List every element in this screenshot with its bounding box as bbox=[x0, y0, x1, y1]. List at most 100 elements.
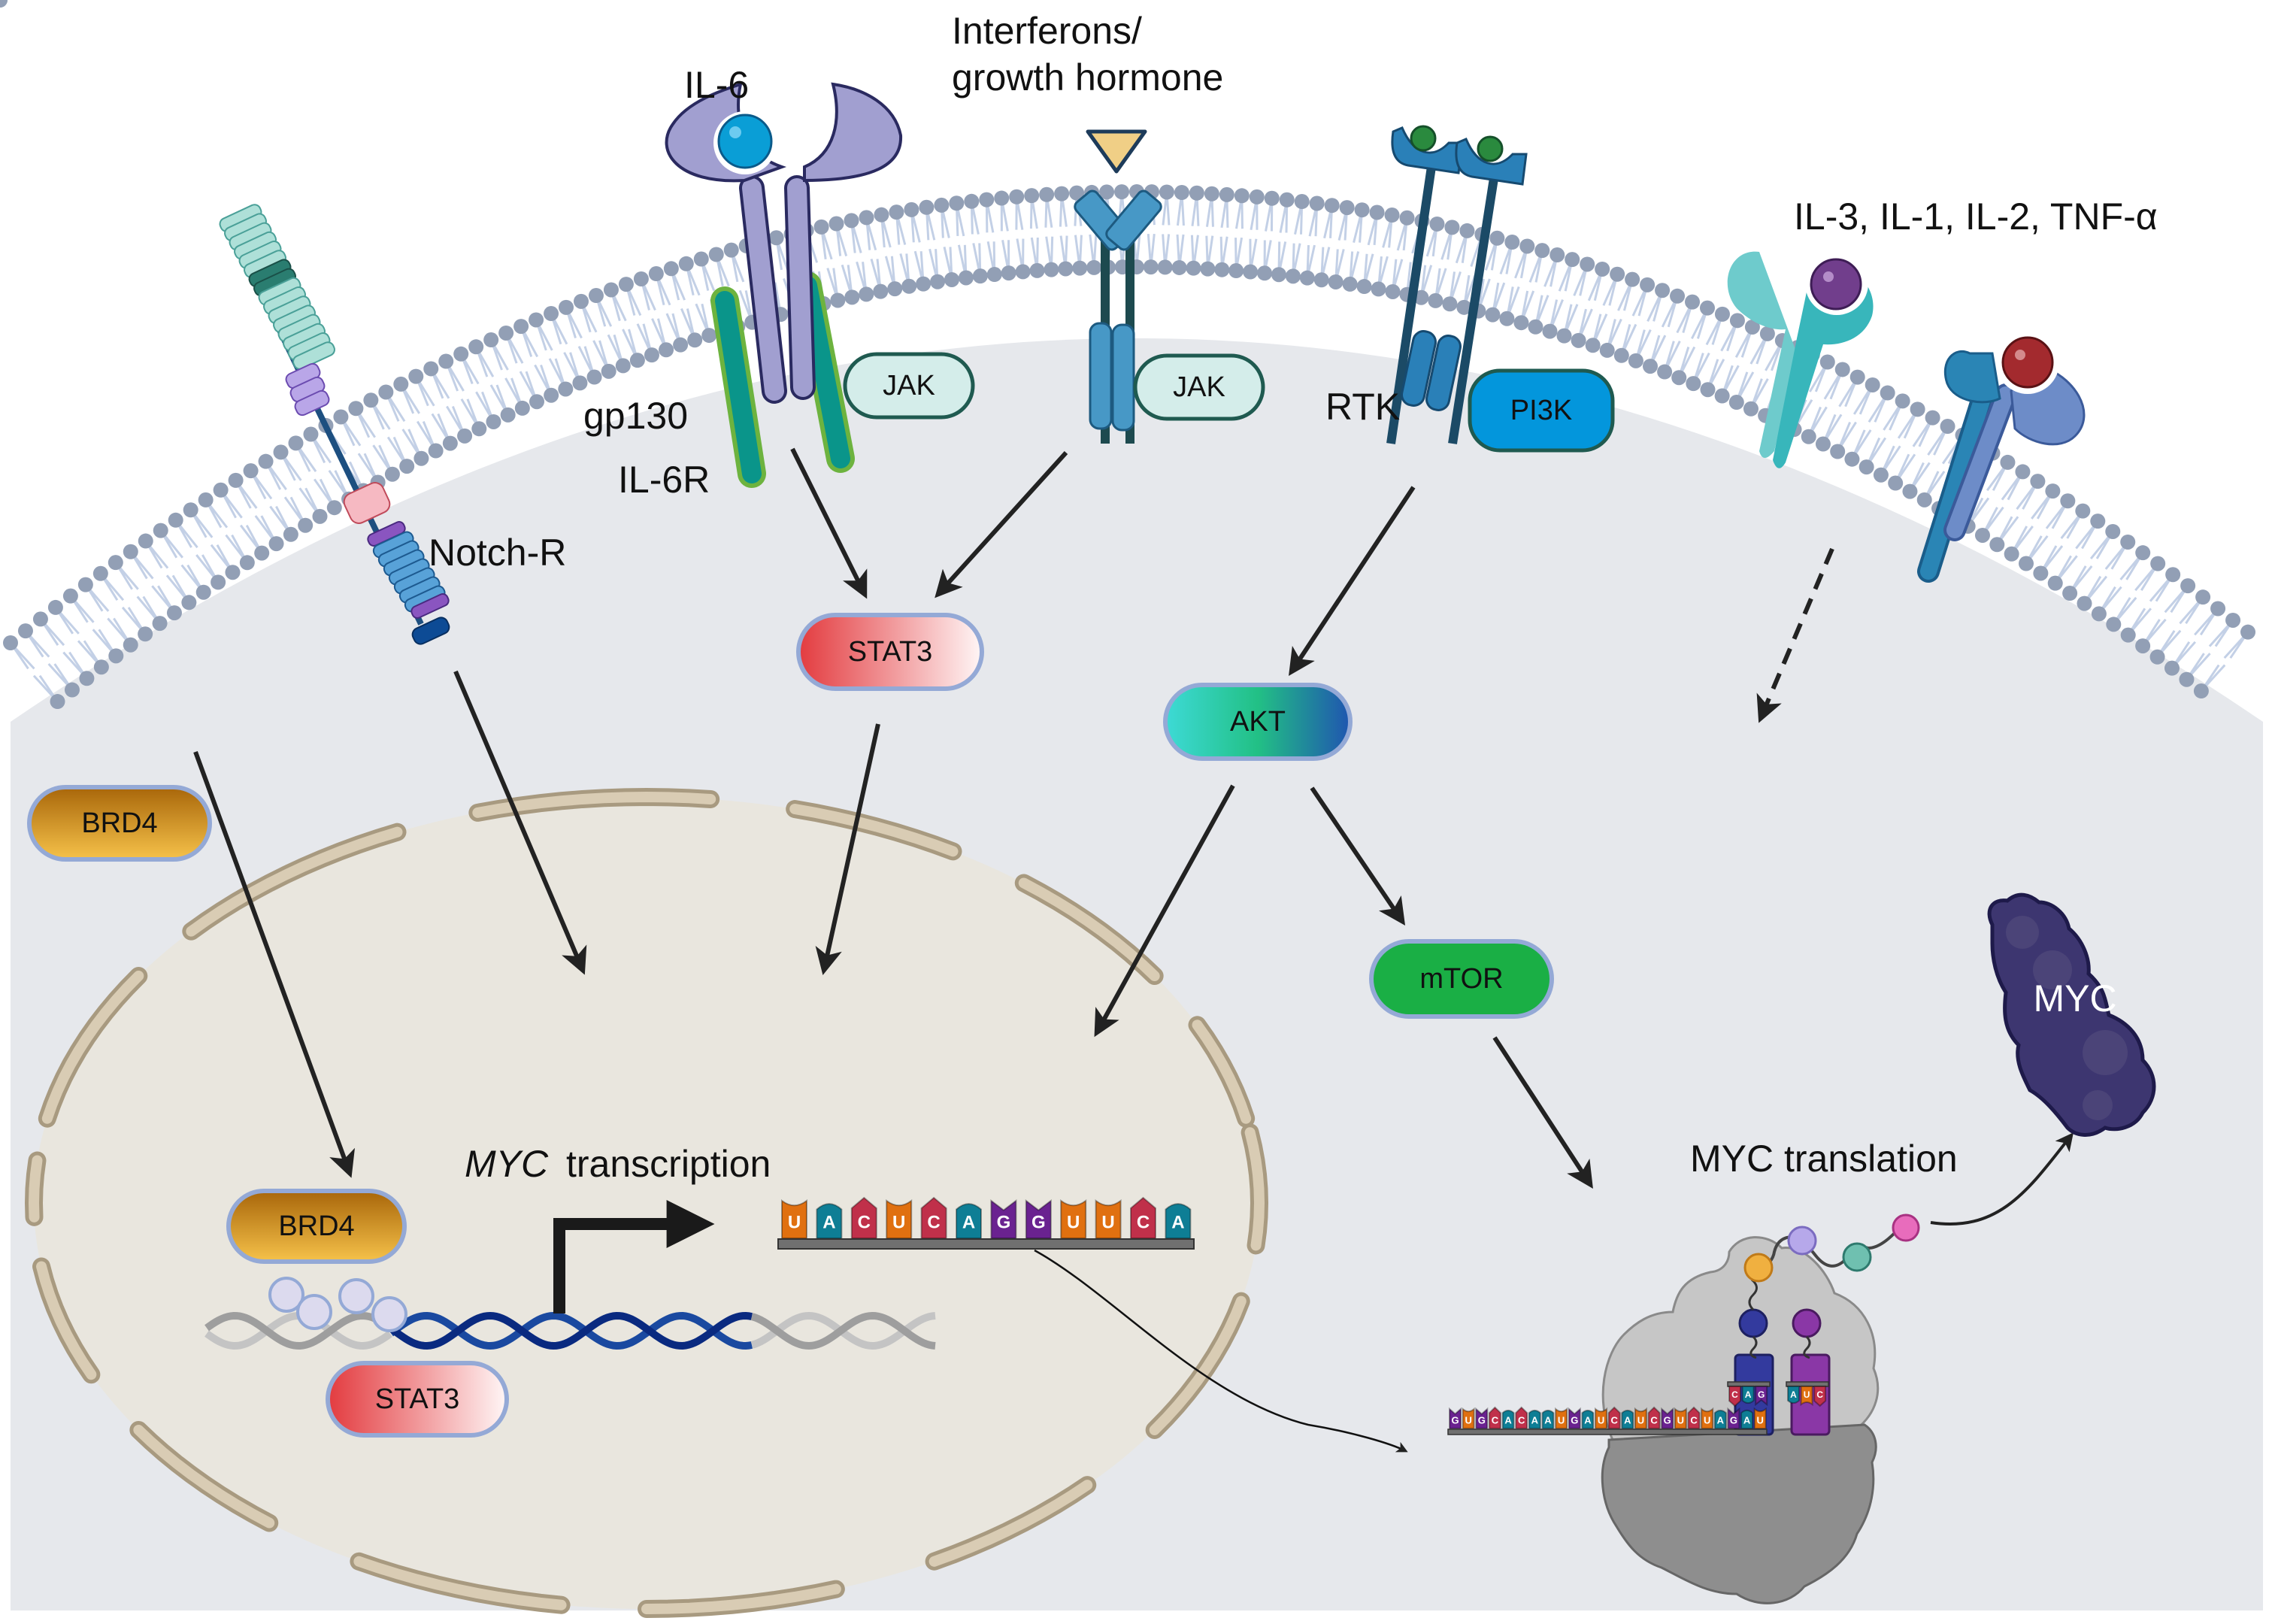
svg-text:U: U bbox=[1598, 1415, 1604, 1426]
lipid-head bbox=[1228, 263, 1244, 279]
nucleus bbox=[24, 787, 1269, 1618]
lipid-head bbox=[529, 394, 544, 410]
nucleotide-A: A bbox=[1713, 1409, 1727, 1429]
lipid-head bbox=[393, 376, 409, 392]
lipid-head bbox=[573, 293, 589, 309]
lipid-head bbox=[2120, 627, 2136, 643]
lipid-head bbox=[1801, 429, 1816, 444]
nucleotide-U: U bbox=[1800, 1386, 1813, 1407]
pi3k-node[interactable]: PI3K bbox=[1468, 368, 1615, 453]
svg-text:G: G bbox=[997, 1213, 1011, 1233]
svg-text:U: U bbox=[1804, 1389, 1810, 1400]
brd4-nuc-node[interactable]: BRD4 bbox=[226, 1189, 407, 1264]
lipid-head bbox=[1714, 388, 1730, 404]
histones bbox=[268, 1277, 407, 1332]
envelope-segment-inner bbox=[928, 1480, 1093, 1567]
stat3-nuc-node[interactable]: STAT3 bbox=[326, 1361, 509, 1438]
akt-node[interactable]: AKT bbox=[1163, 683, 1353, 761]
svg-text:G: G bbox=[1664, 1415, 1671, 1426]
lipid-head bbox=[1556, 328, 1572, 344]
lipid-head bbox=[225, 565, 241, 580]
svg-text:A: A bbox=[1745, 1389, 1752, 1400]
lipid-head bbox=[1279, 192, 1295, 208]
lipid-head bbox=[1099, 184, 1115, 200]
lipid-head bbox=[1058, 261, 1074, 277]
lipid-head bbox=[2120, 534, 2136, 550]
mtor-node[interactable]: mTOR bbox=[1369, 939, 1554, 1019]
lipid-head bbox=[288, 435, 304, 451]
nucleotide-C: C bbox=[1728, 1386, 1741, 1407]
lipid-head bbox=[2015, 464, 2031, 480]
lipid-head bbox=[693, 251, 709, 267]
lipid-head bbox=[457, 428, 473, 444]
lipid-head bbox=[1657, 364, 1673, 380]
lipid-head bbox=[529, 312, 544, 328]
svg-text:U: U bbox=[1704, 1415, 1710, 1426]
svg-text:U: U bbox=[1558, 1415, 1565, 1426]
lipid-head bbox=[964, 193, 980, 209]
lipid-head bbox=[994, 190, 1010, 206]
envelope-segment-inner bbox=[1244, 1127, 1265, 1251]
lipid-head bbox=[1599, 342, 1615, 358]
lipid-head bbox=[1015, 264, 1031, 280]
lipid-head bbox=[723, 242, 739, 258]
envelope-segment-inner bbox=[1149, 1295, 1247, 1435]
lipid-head bbox=[663, 261, 679, 277]
lipid-head bbox=[239, 555, 255, 571]
nucleotide-A: A bbox=[1581, 1409, 1595, 1429]
dna-strand bbox=[389, 1311, 753, 1350]
lipid-head bbox=[348, 401, 364, 417]
lipid-head bbox=[629, 353, 645, 368]
lipid-head bbox=[181, 595, 197, 611]
lipid-head bbox=[830, 292, 846, 308]
lipid-head bbox=[17, 623, 33, 639]
lipid-head bbox=[32, 611, 48, 627]
nucleotide-A: A bbox=[1740, 1409, 1754, 1429]
brd4-cyto-node[interactable]: BRD4 bbox=[27, 785, 212, 862]
myc-protein[interactable]: MYC bbox=[1987, 892, 2156, 1137]
nucleotide-U: U bbox=[1060, 1198, 1087, 1239]
lipid-head bbox=[1625, 271, 1640, 287]
lipid-head bbox=[1200, 261, 1216, 277]
lipid-head bbox=[1743, 401, 1759, 417]
nucleotide-A: A bbox=[1165, 1203, 1192, 1239]
lipid-head bbox=[399, 459, 415, 474]
lipid-head bbox=[1873, 467, 1889, 483]
lipid-head bbox=[601, 363, 616, 379]
svg-text:A: A bbox=[962, 1213, 975, 1233]
lipid-head bbox=[47, 599, 63, 615]
lipid-head bbox=[2240, 624, 2256, 640]
lipid-head bbox=[1072, 260, 1088, 276]
lipid-head bbox=[108, 648, 124, 664]
svg-text:U: U bbox=[1067, 1213, 1080, 1233]
svg-text:A: A bbox=[1544, 1415, 1552, 1426]
lipid-head bbox=[1309, 195, 1325, 211]
svg-text:G: G bbox=[1730, 1415, 1737, 1426]
lipid-head bbox=[1294, 194, 1310, 210]
svg-text:A: A bbox=[1584, 1415, 1592, 1426]
notch-label: Notch-R bbox=[429, 532, 566, 574]
lipid-head bbox=[2090, 514, 2106, 529]
lipid-head bbox=[0, 0, 8, 8]
lipid-head bbox=[1729, 313, 1745, 329]
lipid-head bbox=[1444, 220, 1460, 235]
lipid-head bbox=[384, 466, 400, 482]
lipid-head bbox=[648, 266, 664, 282]
stat3-cyto-node[interactable]: STAT3 bbox=[796, 613, 984, 691]
lipid-head bbox=[254, 545, 270, 561]
lipid-head bbox=[1542, 323, 1558, 339]
jak-node-1[interactable]: JAK bbox=[843, 352, 975, 420]
svg-text:U: U bbox=[892, 1213, 905, 1233]
lipid-head bbox=[2149, 649, 2165, 665]
lipid-head bbox=[1243, 264, 1259, 280]
jak-node-2[interactable]: JAK bbox=[1133, 353, 1265, 421]
nascent-peptide bbox=[1743, 1213, 1920, 1283]
lipid-head bbox=[2105, 523, 2121, 539]
lipid-head bbox=[471, 421, 487, 437]
nucleotide-U: U bbox=[1555, 1407, 1568, 1429]
lipid-head bbox=[1459, 223, 1475, 238]
lipid-head bbox=[138, 626, 153, 642]
lipid-head bbox=[1989, 537, 2005, 553]
